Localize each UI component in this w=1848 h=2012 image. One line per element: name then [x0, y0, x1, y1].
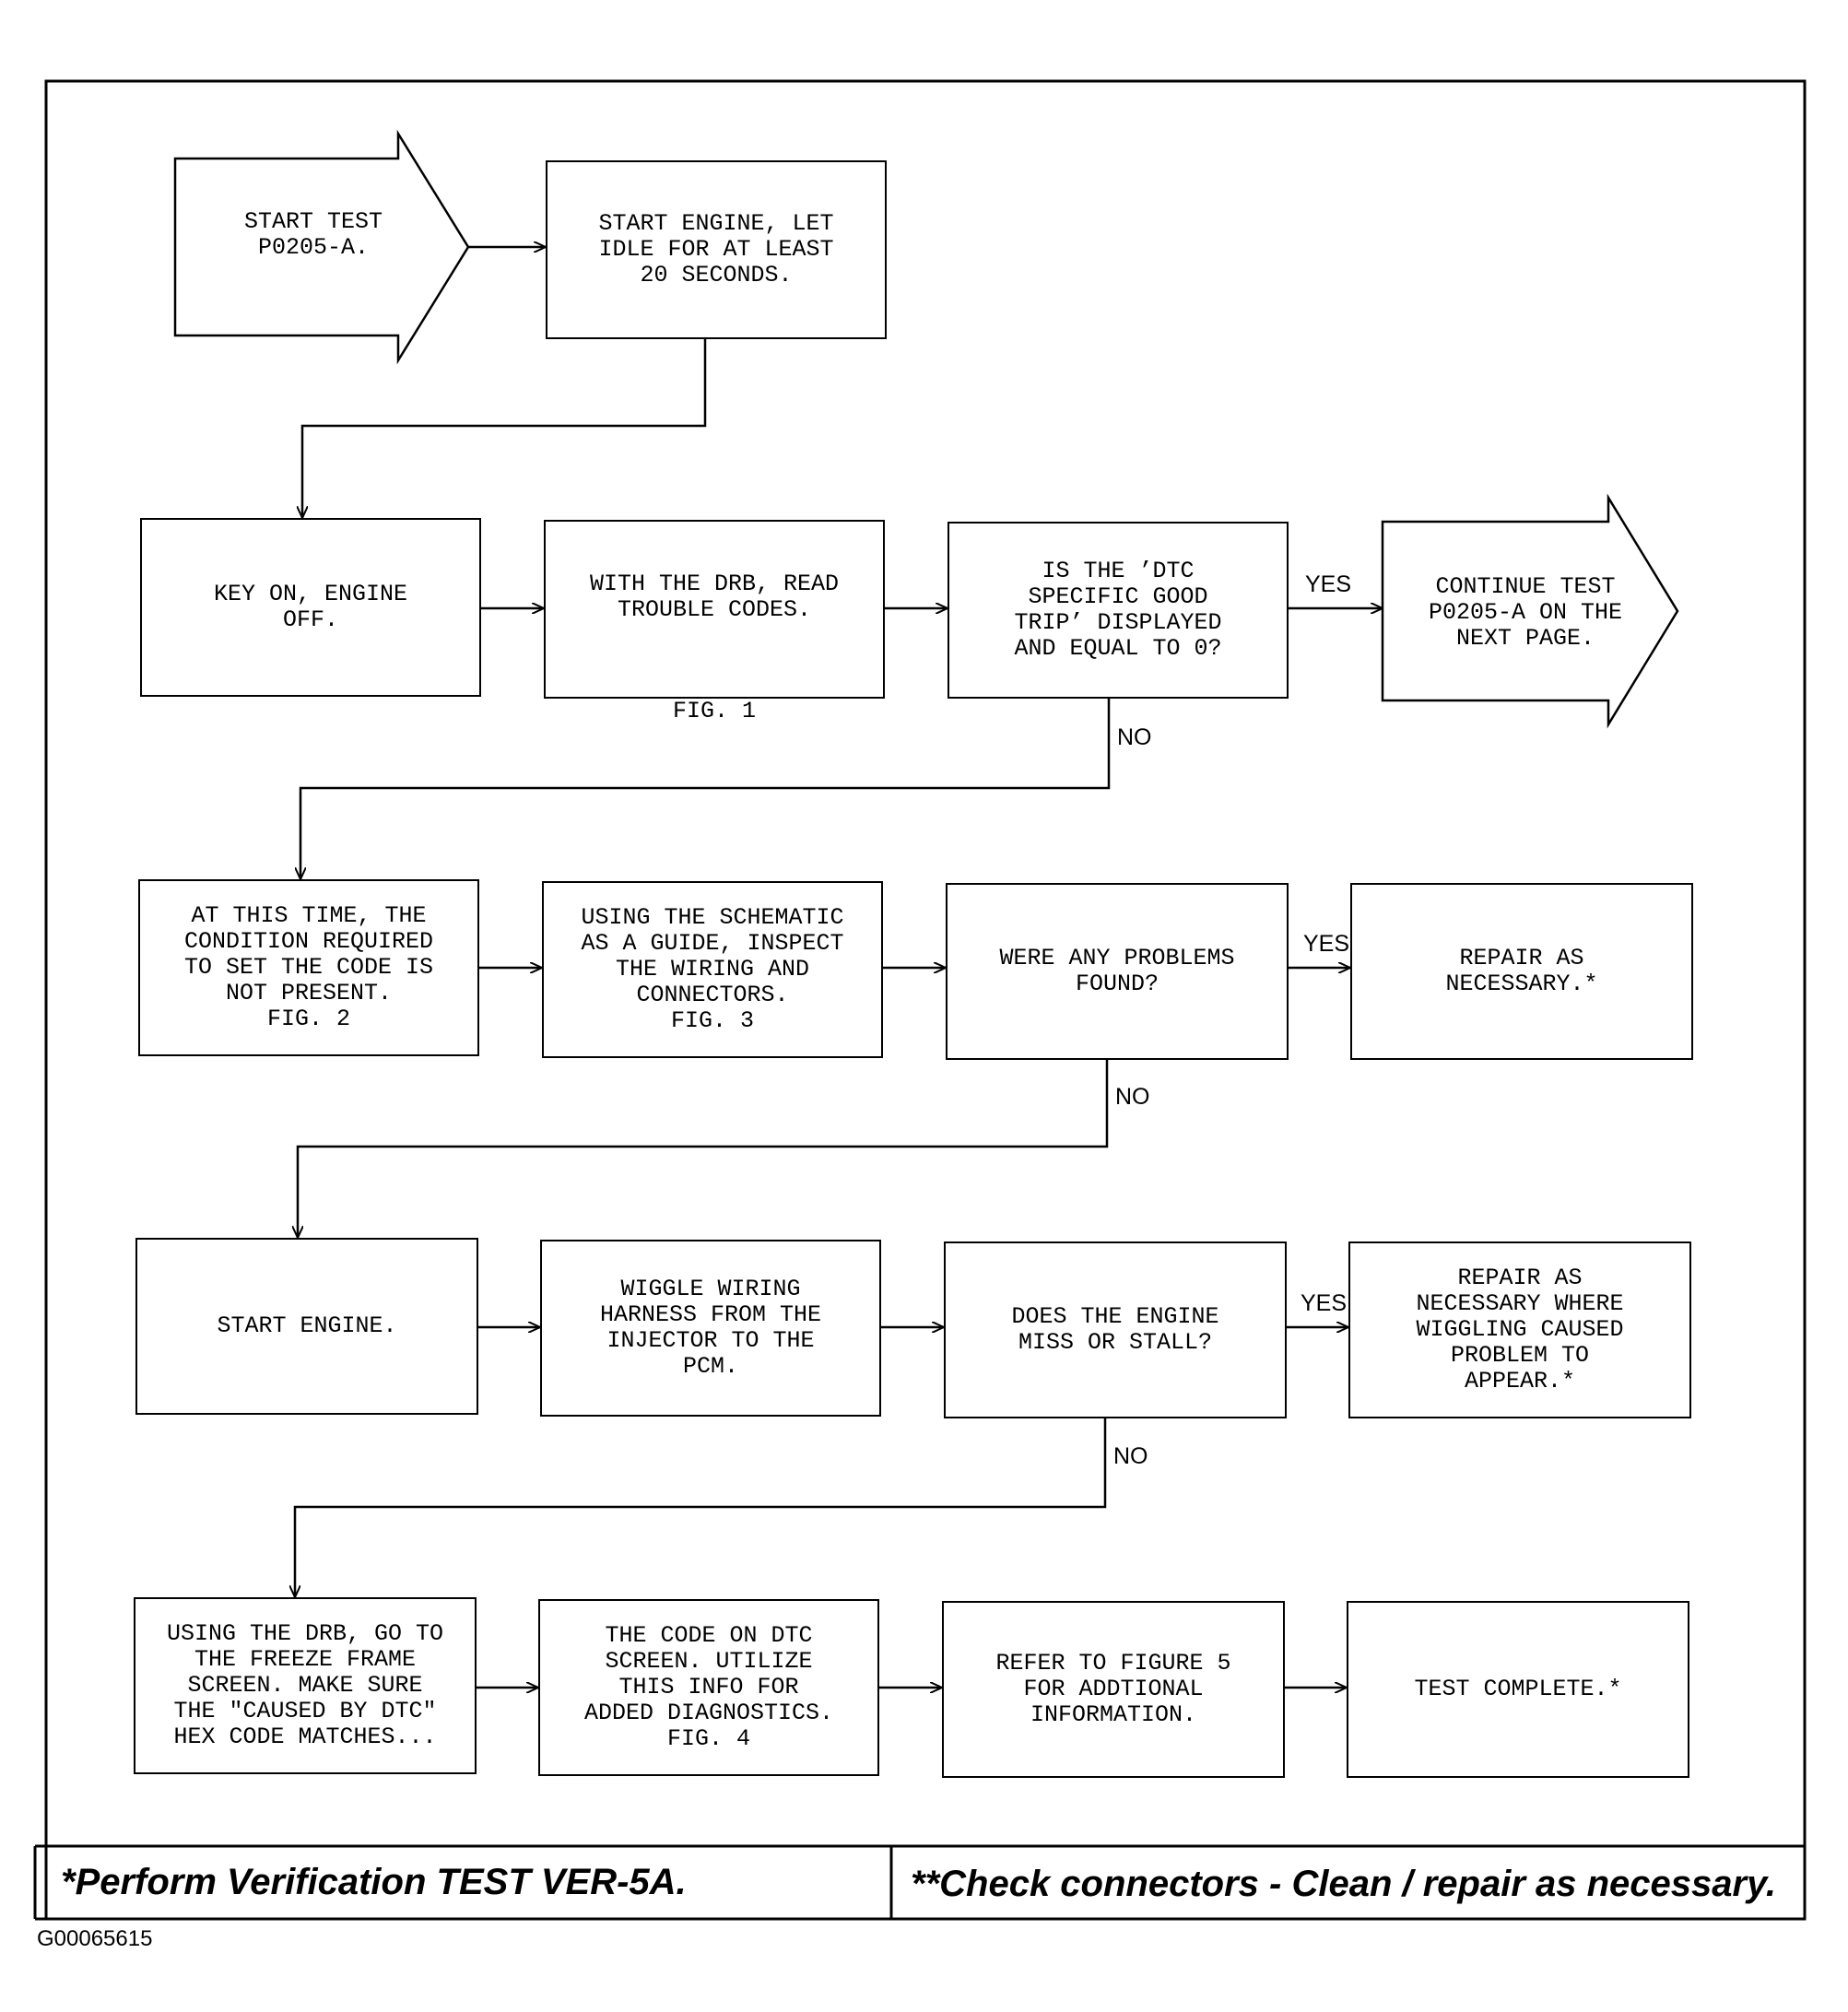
- yes-label: YES: [1301, 1290, 1348, 1316]
- no-label: NO: [1115, 1084, 1150, 1110]
- read-codes-box: WITH THE DRB, READ TROUBLE CODES. FIG. 1: [544, 520, 885, 724]
- start-engine-box: START ENGINE.: [135, 1238, 478, 1415]
- start-test-label: START TEST P0205-A.: [243, 208, 383, 261]
- repair-wiggle-box: REPAIR AS NECESSARY WHERE WIGGLING CAUSE…: [1348, 1241, 1691, 1418]
- repair-box: REPAIR AS NECESSARY.*: [1350, 883, 1693, 1060]
- refer-figure-box: REFER TO FIGURE 5 FOR ADDTIONAL INFORMAT…: [942, 1601, 1285, 1778]
- figure-code: G00065615: [37, 1926, 153, 1951]
- yes-label: YES: [1303, 931, 1350, 957]
- continue-arrow-shape: [1381, 493, 1679, 729]
- wiggle-wiring-box: WIGGLE WIRING HARNESS FROM THE INJECTOR …: [540, 1240, 881, 1417]
- condition-not-present-box: AT THIS TIME, THE CONDITION REQUIRED TO …: [138, 879, 479, 1056]
- test-complete-box: TEST COMPLETE.*: [1347, 1601, 1689, 1778]
- miss-or-stall-decision-box: DOES THE ENGINE MISS OR STALL?: [944, 1241, 1287, 1418]
- read-codes-text: WITH THE DRB, READ TROUBLE CODES.: [589, 571, 840, 623]
- continue-test-label: CONTINUE TEST P0205-A ON THE NEXT PAGE.: [1428, 573, 1623, 652]
- problems-found-decision-box: WERE ANY PROBLEMS FOUND?: [946, 883, 1289, 1060]
- start-arrow-shape: [173, 129, 470, 365]
- footer-verification-note: *Perform Verification TEST VER-5A.: [61, 1861, 687, 1902]
- no-label: NO: [1113, 1443, 1148, 1469]
- inspect-wiring-box: USING THE SCHEMATIC AS A GUIDE, INSPECT …: [542, 881, 883, 1058]
- good-trip-decision-box: IS THE ’DTC SPECIFIC GOOD TRIP’ DISPLAYE…: [948, 522, 1289, 699]
- yes-label: YES: [1305, 571, 1352, 597]
- read-codes-fig: FIG. 1: [672, 698, 756, 724]
- start-engine-idle-box: START ENGINE, LET IDLE FOR AT LEAST 20 S…: [546, 160, 887, 339]
- freeze-frame-box: USING THE DRB, GO TO THE FREEZE FRAME SC…: [134, 1597, 477, 1774]
- footer-connectors-note: **Check connectors - Clean / repair as n…: [911, 1863, 1776, 1904]
- key-on-box: KEY ON, ENGINE OFF.: [140, 518, 481, 697]
- no-label: NO: [1117, 724, 1152, 750]
- dtc-screen-box: THE CODE ON DTC SCREEN. UTILIZE THIS INF…: [538, 1599, 879, 1776]
